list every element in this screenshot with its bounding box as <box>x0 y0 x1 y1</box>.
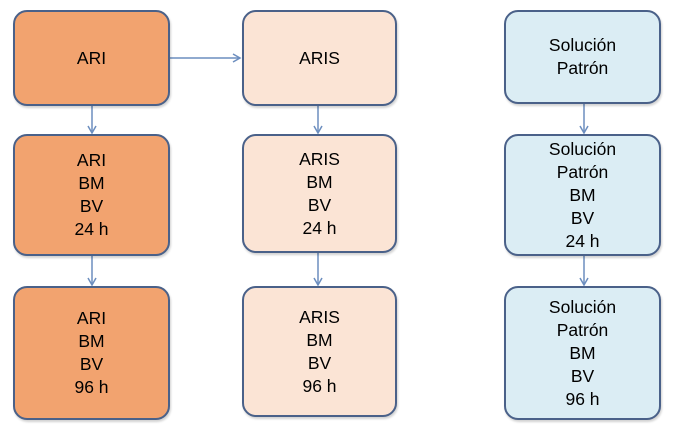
aris-96h-line-3: BV <box>307 352 332 373</box>
aris-24h-line-3: BV <box>307 194 332 215</box>
solucion-96h-line-1: Solución <box>548 296 617 317</box>
aris-96h-box: ARIS BM BV 96 h <box>242 286 397 417</box>
solucion-24h-line-1: Solución <box>548 138 617 159</box>
solucion-box-line-2: Patrón <box>556 58 609 78</box>
solucion-24h-line-4: BV <box>570 207 595 228</box>
aris-24h-line-2: BM <box>306 171 333 192</box>
ari-96h-line-4: 96 h <box>74 377 109 397</box>
solucion-patron-96h-box: Solución Patrón BM BV 96 h <box>504 286 661 420</box>
aris-24h-box: ARIS BM BV 24 h <box>242 134 397 253</box>
solucion-96h-line-2: Patrón <box>556 319 609 340</box>
ari-24h-line-1: ARI <box>76 150 107 170</box>
aris-96h-line-2: BM <box>306 329 333 350</box>
ari-96h-line-2: BM <box>78 331 105 351</box>
aris-96h-line-4: 96 h <box>302 375 337 396</box>
aris-96h-line-1: ARIS <box>299 306 340 327</box>
aris-24h-line-1: ARIS <box>299 148 340 169</box>
ari-24h-line-2: BM <box>78 173 105 193</box>
solucion-96h-line-5: 96 h <box>565 388 600 409</box>
aris-24h-line-4: 24 h <box>302 217 337 238</box>
solucion-24h-line-2: Patrón <box>556 161 609 182</box>
ari-96h-box: ARI BM BV 96 h <box>13 286 170 420</box>
ari-96h-line-3: BV <box>79 354 104 374</box>
solucion-box-line-1: Solución <box>548 35 617 55</box>
solucion-patron-box: Solución Patrón <box>504 10 661 104</box>
ari-24h-line-3: BV <box>79 196 104 216</box>
solucion-24h-line-3: BM <box>569 184 596 205</box>
aris-box: ARIS <box>242 10 397 106</box>
ari-24h-box: ARI BM BV 24 h <box>13 134 170 256</box>
ari-box-line-1: ARI <box>76 47 107 68</box>
ari-96h-line-1: ARI <box>76 308 107 328</box>
aris-box-line-1: ARIS <box>299 47 340 68</box>
solucion-24h-line-5: 24 h <box>565 230 600 251</box>
solucion-patron-24h-box: Solución Patrón BM BV 24 h <box>504 134 661 256</box>
solucion-96h-line-4: BV <box>570 365 595 386</box>
ari-box: ARI <box>13 10 170 106</box>
solucion-96h-line-3: BM <box>569 342 596 363</box>
ari-24h-line-4: 24 h <box>74 219 109 239</box>
